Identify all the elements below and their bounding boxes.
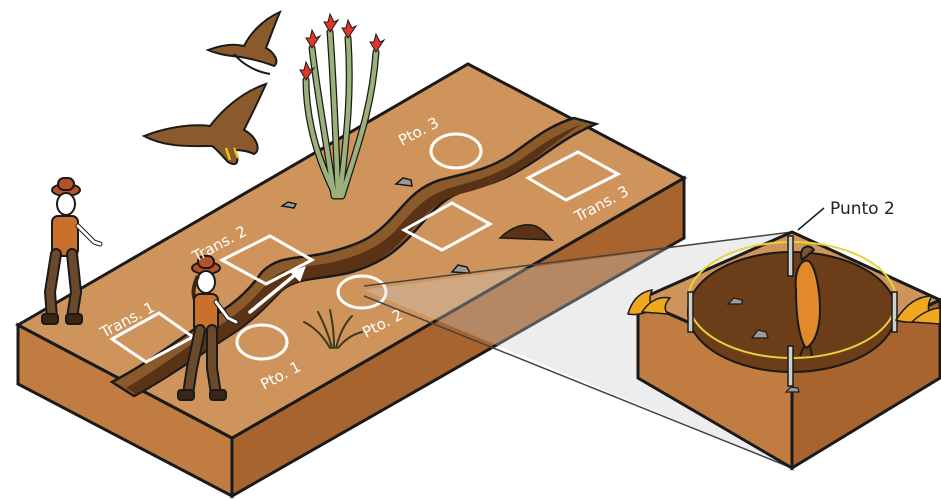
callout-line — [798, 208, 824, 230]
inset-point-label: Punto 2 — [830, 199, 895, 219]
hawk-small-icon — [208, 12, 280, 74]
hawk-large-icon — [144, 84, 266, 164]
